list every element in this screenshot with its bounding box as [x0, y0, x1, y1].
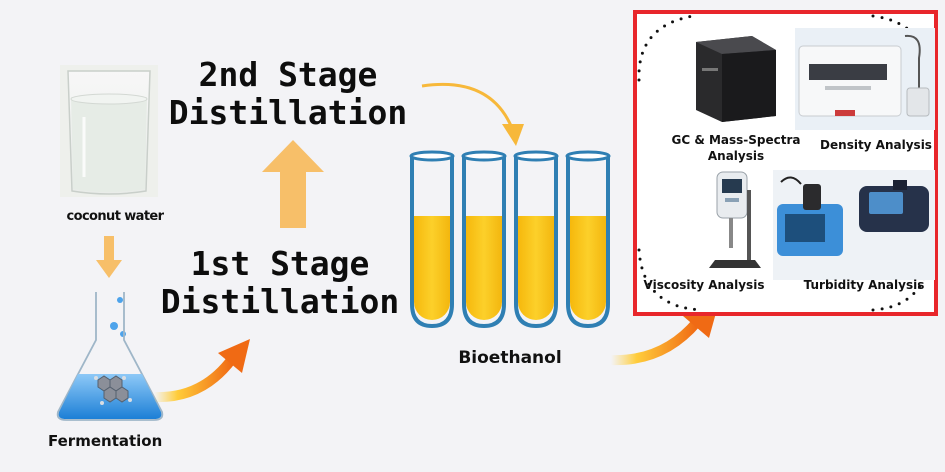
turbidimeter-image — [773, 170, 935, 280]
stage1-line1: 1st Stage — [190, 244, 370, 283]
gc-mass-spectrometer-image — [696, 36, 776, 122]
gc-ms-label-line1: GC & Mass-Spectra — [671, 133, 801, 147]
gc-ms-label-line2: Analysis — [707, 149, 765, 163]
curved-arrow-icon — [421, 82, 524, 146]
coconut-water-label: coconut water — [66, 209, 165, 224]
density-analyzer-image — [795, 28, 935, 130]
turbidity-label: Turbidity Analysis — [803, 278, 925, 292]
stage1-line2: Distillation — [160, 282, 400, 321]
stage2-line1: 2nd Stage — [198, 55, 378, 94]
up-arrow-icon — [262, 140, 324, 228]
fermentation-label: Fermentation — [48, 432, 163, 450]
stage2-line2: Distillation — [168, 93, 408, 132]
gc-ms-label: GC & Mass-Spectra Analysis — [661, 132, 811, 164]
viscosity-label: Viscosity Analysis — [643, 278, 765, 292]
coconut-water-beaker-image — [60, 65, 158, 197]
bioethanol-label: Bioethanol — [458, 348, 562, 368]
test-tubes-image — [409, 150, 611, 329]
viscometer-image — [709, 171, 761, 268]
fermentation-flask-image — [52, 288, 168, 422]
down-arrow-icon — [96, 236, 122, 278]
stage2-title: 2nd Stage Distillation — [168, 56, 408, 132]
curved-arrow-icon — [153, 339, 250, 403]
analysis-panel: GC & Mass-Spectra Analysis Density Analy… — [633, 10, 938, 316]
stage1-title: 1st Stage Distillation — [160, 245, 400, 321]
density-label: Density Analysis — [820, 138, 932, 152]
